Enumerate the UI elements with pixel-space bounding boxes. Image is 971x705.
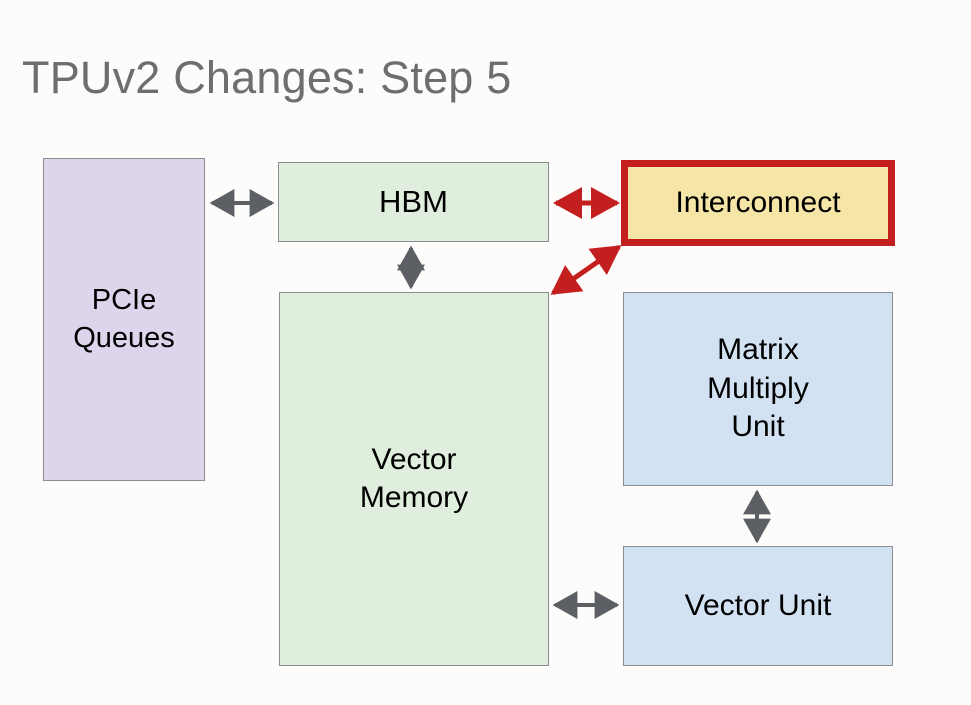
node-vector-unit-label: Vector Unit [684,588,832,622]
node-vector-unit[interactable]: Vector Unit [623,546,893,666]
node-matrix-multiply-unit-label-line2: Multiply [707,371,809,405]
connector-interconnect-to-vector-memory [550,244,622,296]
node-interconnect[interactable]: Interconnect [621,160,895,246]
node-vector-memory-label-line2: Memory [359,481,469,514]
node-pcie-queues-label-line1: PCIe [91,284,157,317]
node-interconnect-label: Interconnect [675,185,841,219]
node-pcie-queues-label-line2: Queues [73,321,175,354]
node-pcie-queues[interactable]: PCIe Queues [43,158,205,481]
node-vector-memory-label-line1: Vector [371,442,457,476]
node-hbm-label: HBM [379,184,448,220]
node-hbm[interactable]: HBM [278,162,549,242]
node-matrix-multiply-unit-label-line3: Unit [731,410,785,444]
node-matrix-multiply-unit[interactable]: Matrix Multiply Unit [623,292,893,486]
page-title: TPUv2 Changes: Step 5 [22,52,512,103]
node-vector-memory[interactable]: Vector Memory [279,292,549,666]
node-matrix-multiply-unit-label-line1: Matrix [717,333,799,367]
